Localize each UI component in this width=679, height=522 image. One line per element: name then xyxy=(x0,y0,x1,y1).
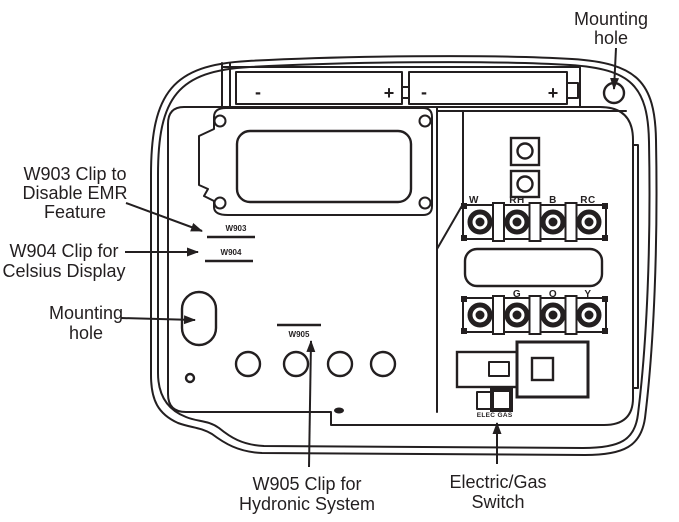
terminal-separator xyxy=(564,295,578,335)
battery-right-minus: - xyxy=(421,82,427,102)
case-inner-line xyxy=(157,61,651,449)
terminal-label-rc: RC xyxy=(580,195,595,206)
hole xyxy=(282,350,310,378)
callout-text: Switch xyxy=(471,492,524,512)
hole xyxy=(369,350,397,378)
callout-electric-gas-switch: Electric/Gas Switch xyxy=(449,472,546,512)
clip-w905-label: W905 xyxy=(289,330,310,339)
callout-text: Mounting xyxy=(574,9,648,29)
panel-edge-tab xyxy=(334,407,344,414)
callout-text: Feature xyxy=(44,202,106,222)
callout-text: Electric/Gas xyxy=(449,472,546,492)
lcd-window xyxy=(235,129,413,204)
screw-icon xyxy=(418,114,432,128)
display-module xyxy=(198,107,433,216)
clip-w903-label: W903 xyxy=(226,224,247,233)
subpanel-left-edge xyxy=(436,110,464,250)
callout-text: W903 Clip to xyxy=(23,164,126,184)
button-square xyxy=(509,136,541,167)
thermostat-case-outline xyxy=(150,55,658,456)
callout-mounting-hole-top: Mounting hole xyxy=(574,9,648,48)
terminal-label-y: Y xyxy=(584,289,591,300)
electric-gas-slide-switch: ELEC GAS xyxy=(476,388,513,419)
slide-label-gas: GAS xyxy=(498,412,513,419)
callout-w905-clip: W905 Clip for Hydronic System xyxy=(239,474,375,514)
screw-icon xyxy=(418,196,432,210)
terminal-label-rh: RH xyxy=(509,195,524,206)
callout-text: Mounting xyxy=(49,303,123,323)
callout-mounting-hole-left: Mounting hole xyxy=(49,303,123,343)
relay-cover xyxy=(463,247,604,288)
case-outer-line xyxy=(150,55,658,456)
battery-compartment: - + - + xyxy=(221,62,581,108)
terminal-label-b: B xyxy=(549,195,557,206)
panel-right-inner-edge xyxy=(632,144,639,389)
switch-assembly xyxy=(455,340,590,399)
battery-right xyxy=(408,71,568,105)
terminal-block-bottom: G O Y xyxy=(461,289,608,334)
callout-text: Hydronic System xyxy=(239,494,375,514)
screw-icon xyxy=(213,196,227,210)
clip-w904: W904 xyxy=(205,248,253,263)
clip-w903: W903 xyxy=(207,224,255,239)
callout-text: W904 Clip for xyxy=(9,241,118,261)
clip-w904-label: W904 xyxy=(221,248,242,257)
button-hole xyxy=(516,142,534,160)
battery-right-plus: + xyxy=(548,83,559,103)
terminal-separator xyxy=(492,295,505,335)
adjustment-holes xyxy=(234,350,397,378)
screw-icon xyxy=(213,114,227,128)
indicator-buttons xyxy=(509,136,541,199)
button-hole xyxy=(516,175,534,193)
terminal-label-w: W xyxy=(469,195,479,206)
callout-text: hole xyxy=(69,323,103,343)
relay-box-window xyxy=(530,356,555,382)
terminal-separator xyxy=(492,202,505,242)
callout-arrows xyxy=(120,47,620,468)
callout-text: hole xyxy=(594,28,628,48)
terminal-label-g: G xyxy=(513,289,521,300)
hole xyxy=(234,350,262,378)
clip-w905: W905 xyxy=(277,323,321,339)
callout-arrow-w903 xyxy=(125,202,203,232)
callout-arrow-w905 xyxy=(306,340,316,468)
callout-w903-clip: W903 Clip to Disable EMR Feature xyxy=(22,164,127,222)
mounting-plate xyxy=(167,106,639,426)
relay-box xyxy=(515,340,590,399)
terminal-separator xyxy=(528,295,542,335)
callout-w904-clip: W904 Clip for Celsius Display xyxy=(2,241,125,281)
battery-left-minus: - xyxy=(255,82,261,102)
hole xyxy=(326,350,354,378)
pcb-dot xyxy=(184,372,196,384)
slide-label-elec: ELEC xyxy=(477,412,496,419)
callout-arrow-mounting-left xyxy=(120,315,196,325)
mounting-plate-outline xyxy=(167,106,634,426)
battery-left-plus: + xyxy=(384,83,395,103)
callout-text: W905 Clip for xyxy=(252,474,361,494)
callout-text: Celsius Display xyxy=(2,261,125,281)
display-plate-outline xyxy=(198,107,433,216)
terminal-block-top: W RH B RC xyxy=(461,195,608,241)
terminal-label-o: O xyxy=(549,289,557,300)
terminal-separator xyxy=(564,202,578,242)
button-square xyxy=(509,169,541,199)
slide-knob xyxy=(490,388,513,412)
mounting-hole-left-shape xyxy=(180,290,218,347)
switch-housing-window xyxy=(488,361,510,377)
callout-arrow-mounting-top xyxy=(610,47,620,90)
terminal-separator xyxy=(528,202,542,242)
callout-text: Disable EMR xyxy=(22,183,127,203)
battery-terminal-nub xyxy=(566,82,579,99)
